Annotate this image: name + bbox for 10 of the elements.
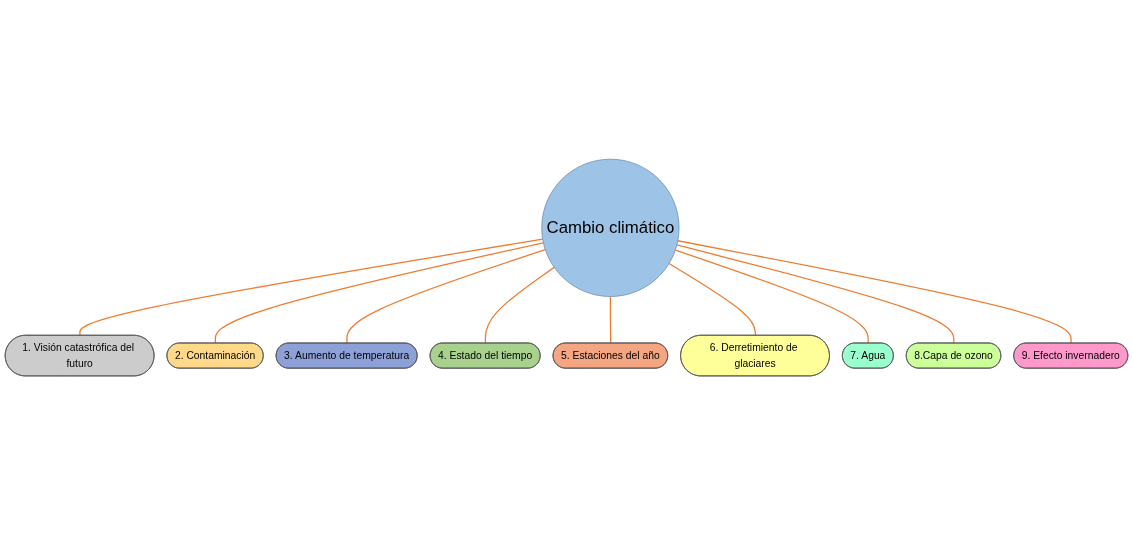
connector [677, 240, 1072, 344]
connector [346, 248, 546, 344]
node-circle: Cambio climático [541, 158, 680, 297]
connector [609, 295, 612, 344]
connector [214, 242, 544, 344]
connector [668, 262, 756, 337]
connector [674, 249, 869, 344]
connector [484, 266, 555, 344]
connector [676, 244, 955, 344]
connector [79, 238, 544, 337]
